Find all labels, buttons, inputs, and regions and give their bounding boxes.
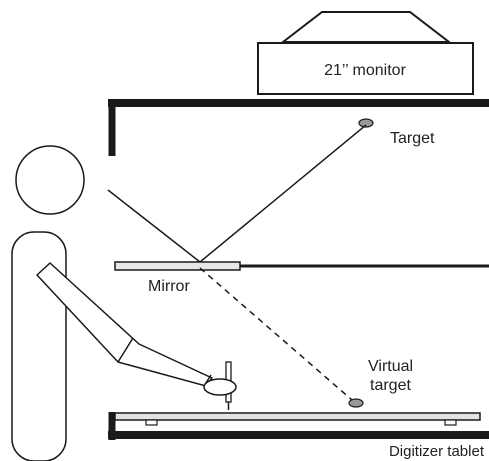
mirror-label: Mirror xyxy=(148,278,190,295)
digitizer-tablet-label: Digitizer tablet xyxy=(389,443,485,460)
person-torso xyxy=(11,231,67,461)
apparatus-frame xyxy=(108,99,489,440)
target-marker xyxy=(358,118,374,128)
monitor-label: 21’’ monitor xyxy=(324,62,406,79)
reflection-sightline xyxy=(107,124,367,263)
tablet-foot-left xyxy=(145,419,158,426)
virtual-target-label-line2: target xyxy=(370,377,411,394)
virtual-target-label-line1: Virtual xyxy=(368,358,413,375)
tablet-foot-right xyxy=(444,419,457,426)
tablet-surface xyxy=(114,412,481,421)
monitor: 21’’ monitor xyxy=(257,11,474,95)
person-head xyxy=(15,145,85,215)
mirror xyxy=(114,261,241,271)
target-label: Target xyxy=(390,130,435,147)
person xyxy=(11,145,237,461)
person-hand xyxy=(203,378,237,396)
person-elbow-line xyxy=(117,337,134,363)
virtual-target-marker xyxy=(348,398,364,408)
monitor-screen-box xyxy=(257,42,474,95)
digitizer-tablet xyxy=(114,412,481,426)
monitor-top-housing xyxy=(280,11,452,43)
virtual-image-dashed-line xyxy=(199,267,353,401)
